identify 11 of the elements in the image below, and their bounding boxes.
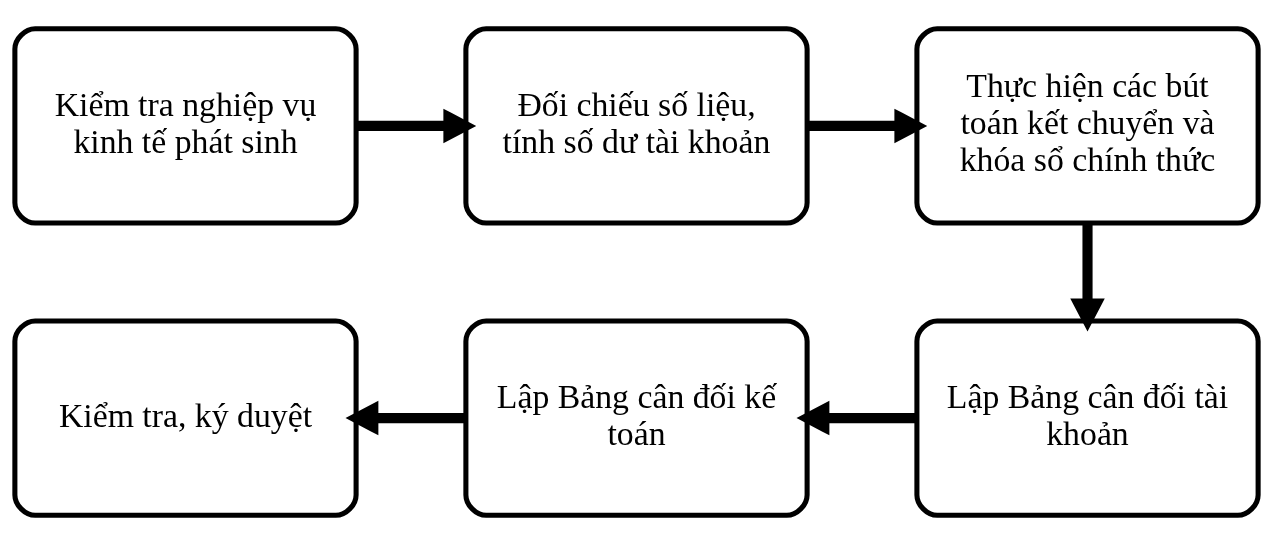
arrow <box>796 400 917 435</box>
arrow <box>1070 222 1105 331</box>
arrow <box>345 400 466 435</box>
node-box: Đối chiếu số liệu, tính số dư tài khoản <box>463 25 810 226</box>
node-box: Thực hiện các bút toán kết chuyển và khóa sổ chính thức <box>914 25 1261 226</box>
node-box: Lập Bảng cân đối kế toán <box>463 317 810 518</box>
arrow <box>356 108 477 143</box>
node-box: Kiểm tra, ký duyệt <box>12 317 359 518</box>
arrow <box>807 108 928 143</box>
node-box: Lập Bảng cân đối tài khoản <box>914 317 1261 518</box>
node-box: Kiểm tra nghiệp vụ kinh tế phát sinh <box>12 25 359 226</box>
